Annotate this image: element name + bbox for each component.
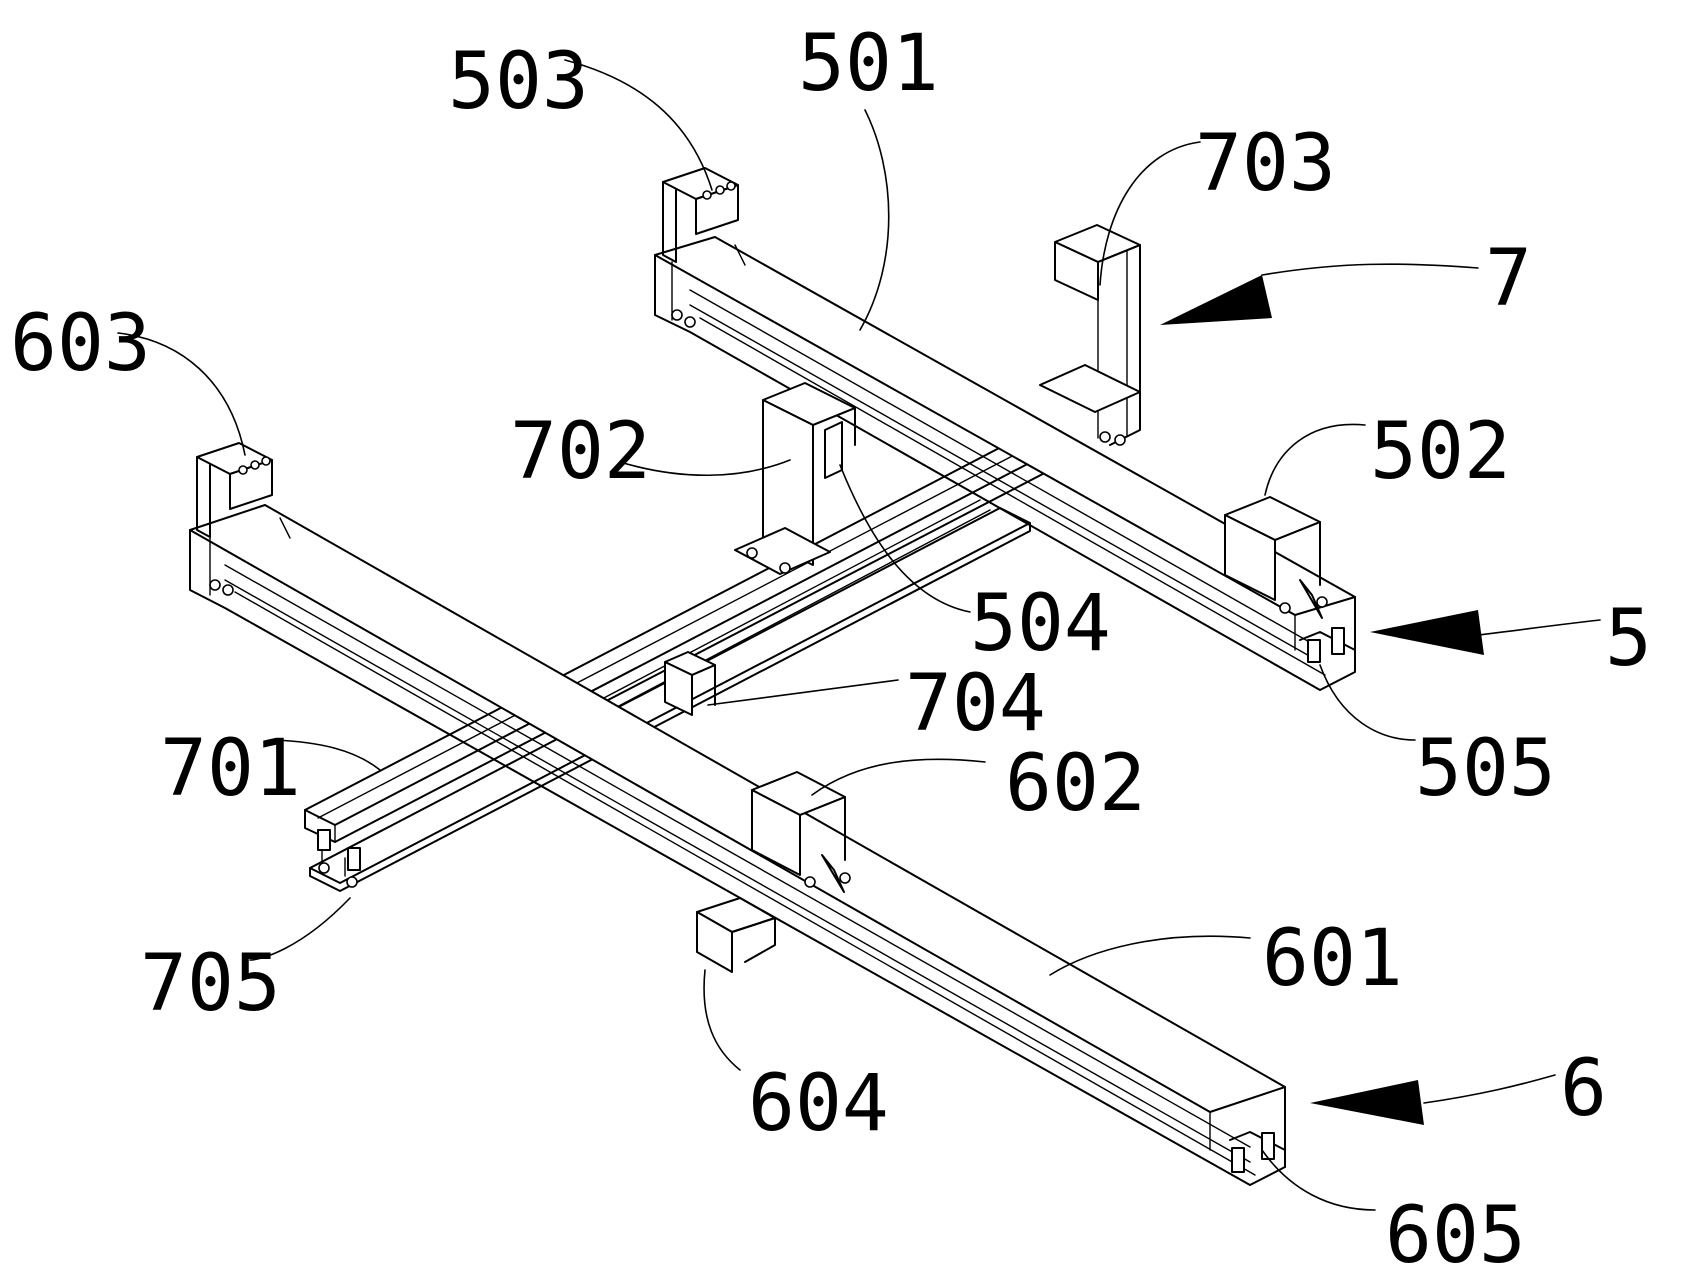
label-503: 503 bbox=[448, 37, 589, 127]
arrow-5 bbox=[1370, 610, 1484, 655]
label-504: 504 bbox=[970, 579, 1111, 669]
block-704 bbox=[664, 651, 716, 716]
label-6: 6 bbox=[1560, 1044, 1607, 1134]
main-beam-601 bbox=[189, 504, 1286, 1186]
block-604 bbox=[696, 897, 776, 973]
bracket-502 bbox=[1224, 496, 1328, 619]
bracket-603 bbox=[196, 442, 273, 538]
label-505: 505 bbox=[1415, 724, 1556, 814]
leader-lines bbox=[117, 59, 1601, 1211]
label-502: 502 bbox=[1370, 407, 1511, 497]
label-7: 7 bbox=[1485, 234, 1532, 324]
arrow-6 bbox=[1310, 1080, 1424, 1125]
label-501: 501 bbox=[798, 19, 939, 109]
label-705: 705 bbox=[140, 939, 281, 1029]
label-601: 601 bbox=[1262, 914, 1403, 1004]
label-5: 5 bbox=[1605, 594, 1652, 684]
label-603: 603 bbox=[10, 299, 151, 389]
bracket-602 bbox=[751, 771, 851, 893]
label-602: 602 bbox=[1005, 739, 1146, 829]
bracket-503 bbox=[662, 167, 739, 263]
arrow-7 bbox=[1160, 275, 1272, 325]
part-labels: 503 501 703 7 603 702 502 504 5 704 701 … bbox=[10, 19, 1652, 1271]
label-702: 702 bbox=[510, 407, 651, 497]
label-605: 605 bbox=[1385, 1191, 1526, 1271]
label-604: 604 bbox=[748, 1059, 889, 1149]
bracket-703 bbox=[1039, 224, 1141, 446]
label-701: 701 bbox=[160, 724, 301, 814]
main-beam-501 bbox=[654, 236, 1356, 691]
label-704: 704 bbox=[905, 659, 1046, 749]
bracket-702 bbox=[734, 382, 856, 575]
label-703: 703 bbox=[1195, 119, 1336, 209]
